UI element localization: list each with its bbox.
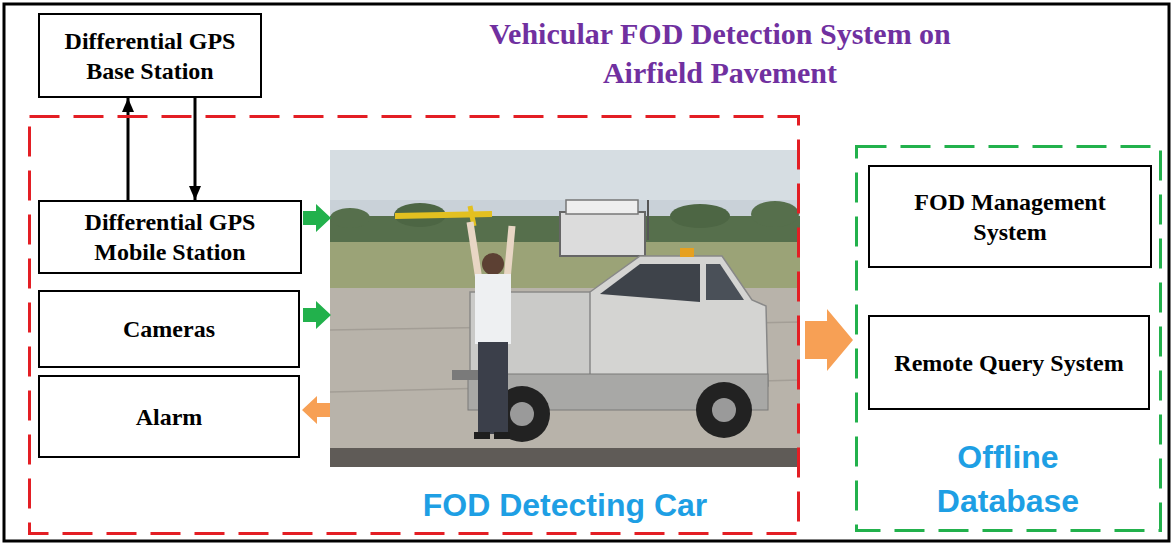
input-arrow xyxy=(303,301,331,329)
box-label: FOD Management System xyxy=(878,187,1142,247)
figure-frame xyxy=(4,4,1169,541)
group-region: FOD Management SystemRemote Query System… xyxy=(855,145,1162,532)
process-box: Differential GPS Base Station xyxy=(38,13,262,98)
process-box: Remote Query System xyxy=(868,315,1150,410)
person-arm xyxy=(507,226,512,280)
person-shirt xyxy=(475,274,511,344)
photo-tree xyxy=(670,204,730,228)
connector-arrow xyxy=(127,98,130,200)
connector-arrow xyxy=(194,98,197,200)
truck-hub xyxy=(712,398,736,422)
box-label: Alarm xyxy=(136,402,203,432)
model-plane xyxy=(395,214,492,216)
camera-lights xyxy=(566,200,638,214)
output-arrow xyxy=(302,396,330,424)
process-box: FOD Management System xyxy=(868,165,1152,268)
photo-pavement-edge xyxy=(330,448,800,467)
box-label: Cameras xyxy=(123,314,215,344)
box-label: Differential GPS Mobile Station xyxy=(48,207,292,267)
truck-cab xyxy=(590,256,768,386)
truck-photo xyxy=(330,150,800,467)
box-label: Remote Query System xyxy=(894,348,1123,378)
truck-antenna xyxy=(647,200,649,240)
person-shoe xyxy=(474,432,490,439)
photo-tree xyxy=(751,201,799,227)
region-label: FOD Detecting Car xyxy=(330,483,800,527)
box-label: Differential GPS Base Station xyxy=(48,26,252,86)
photo-tree xyxy=(330,208,370,228)
truck-window xyxy=(600,264,700,302)
person-arm xyxy=(470,222,479,280)
person-shoe xyxy=(494,432,510,439)
camera-rack xyxy=(560,212,645,256)
region-label: Offline Database xyxy=(908,435,1108,523)
person-head xyxy=(482,253,504,275)
truck-beacon xyxy=(680,248,694,257)
block-arrow xyxy=(805,309,853,371)
process-box: Cameras xyxy=(38,290,300,368)
dashed-outline-rect xyxy=(857,147,1161,531)
truck-wheel xyxy=(696,382,752,438)
photo-sky xyxy=(330,150,800,467)
person-trousers xyxy=(478,342,508,434)
photo-sky xyxy=(330,150,800,200)
group-region: Differential GPS Mobile StationCamerasAl… xyxy=(28,115,800,535)
dashed-outline-rect xyxy=(30,117,799,534)
process-box: Alarm xyxy=(38,375,300,458)
diagram-title: Vehicular FOD Detection System on Airfie… xyxy=(489,14,951,92)
truck-window xyxy=(706,264,744,300)
truck-tailgate xyxy=(452,370,482,380)
input-arrow xyxy=(303,204,331,232)
process-box: Differential GPS Mobile Station xyxy=(38,200,302,274)
truck-hub xyxy=(510,402,534,426)
